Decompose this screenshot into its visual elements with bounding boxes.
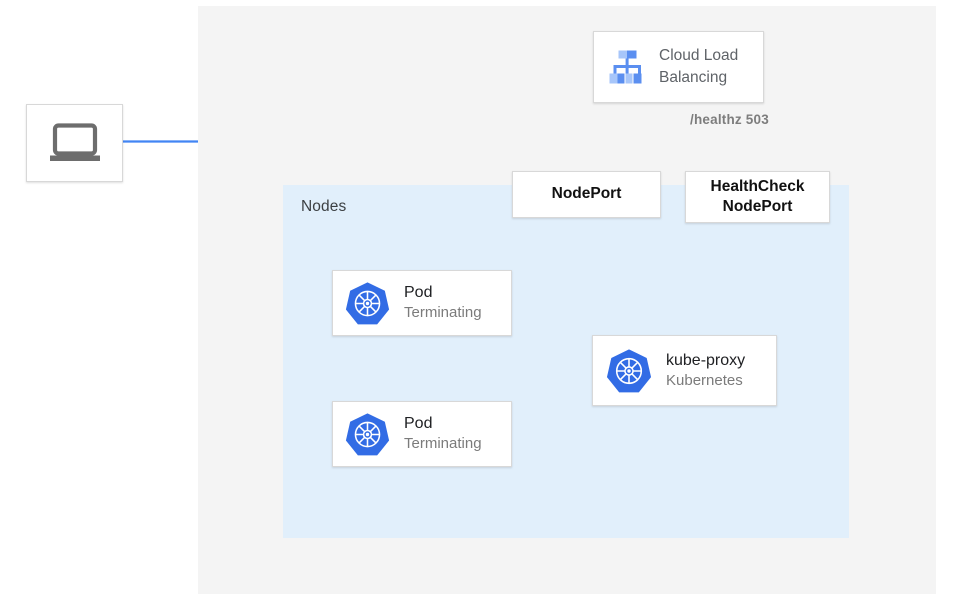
pod-status: Terminating xyxy=(404,304,482,322)
kubernetes-icon xyxy=(344,280,391,327)
kube-proxy-title: kube-proxy xyxy=(666,351,746,369)
pod-node[interactable]: Pod Terminating xyxy=(332,270,512,336)
cloud-load-balancing-line1: Cloud Load xyxy=(659,47,739,64)
healthcheck-nodeport-label: HealthCheck NodePort xyxy=(686,177,829,217)
pod-text: Pod Terminating xyxy=(404,414,482,454)
healthcheck-nodeport-node[interactable]: HealthCheck NodePort xyxy=(685,171,830,223)
pod-text: Pod Terminating xyxy=(404,283,482,323)
nodeport-label: NodePort xyxy=(551,185,622,203)
kubernetes-icon xyxy=(605,347,653,395)
nodes-region-label: Nodes xyxy=(301,198,347,215)
pod-title: Pod xyxy=(404,415,433,433)
healthcheck-nodeport-line2: NodePort xyxy=(722,198,793,215)
pod-node[interactable]: Pod Terminating xyxy=(332,401,512,467)
kube-proxy-subtitle: Kubernetes xyxy=(666,371,743,389)
kube-proxy-node[interactable]: kube-proxy Kubernetes xyxy=(592,335,777,406)
pod-status: Terminating xyxy=(404,435,482,453)
cloud-load-balancing-icon xyxy=(607,49,647,85)
cloud-load-balancing-label: Cloud Load Balancing xyxy=(659,45,738,89)
cloud-load-balancing-node[interactable]: Cloud Load Balancing xyxy=(593,31,764,103)
nodeport-node[interactable]: NodePort xyxy=(512,171,661,218)
laptop-icon xyxy=(49,123,101,163)
client-node[interactable] xyxy=(26,104,123,182)
kube-proxy-text: kube-proxy Kubernetes xyxy=(666,351,745,391)
cloud-load-balancing-line2: Balancing xyxy=(659,69,728,86)
healthcheck-nodeport-line1: HealthCheck xyxy=(710,177,805,195)
kubernetes-icon xyxy=(344,411,391,458)
healthz-edge-label: /healthz 503 xyxy=(690,112,769,127)
pod-title: Pod xyxy=(404,284,433,302)
